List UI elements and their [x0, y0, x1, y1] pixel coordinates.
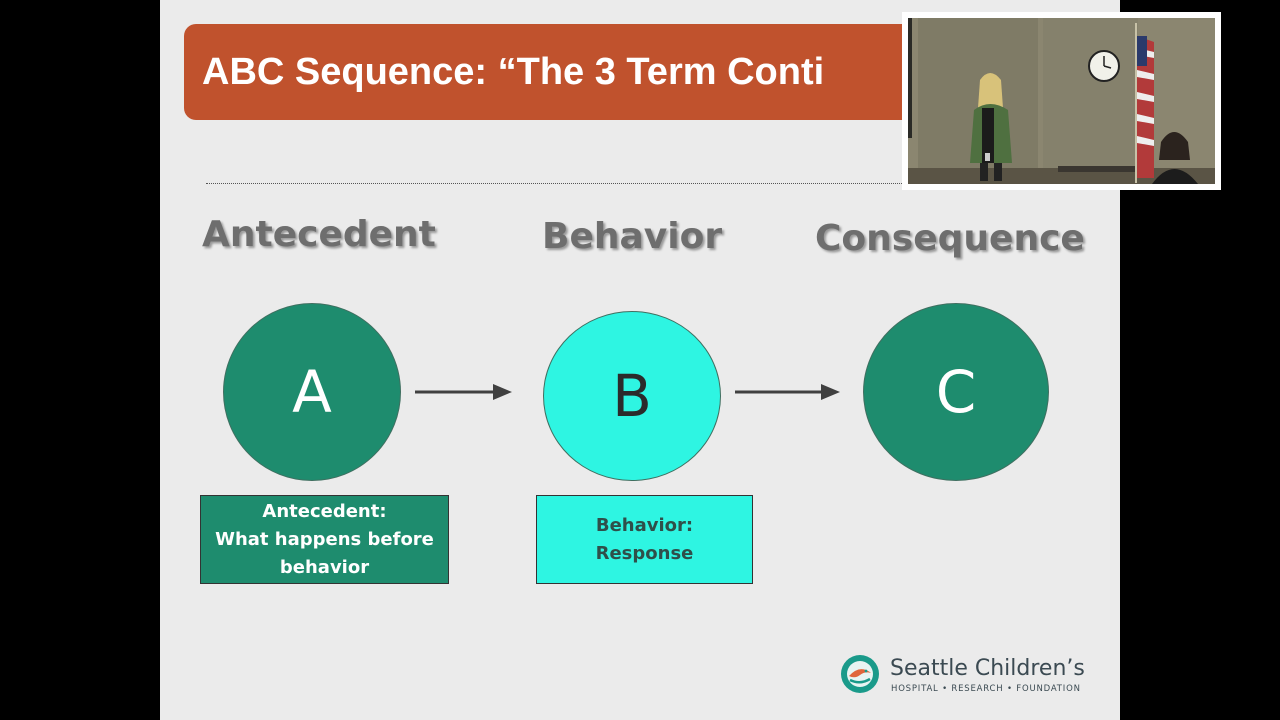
circle-a: A	[223, 303, 401, 481]
presenter-video-overlay[interactable]	[902, 12, 1221, 190]
presenter-video-scene-icon	[908, 18, 1215, 184]
arrow-right-icon	[735, 384, 840, 400]
whale-logo-icon	[841, 655, 879, 693]
logo-wordmark: Seattle Children’s	[890, 656, 1085, 681]
behavior-description-box: Behavior: Response	[536, 495, 753, 584]
heading-antecedent: Antecedent	[202, 214, 436, 255]
antecedent-box-line3: behavior	[279, 556, 370, 578]
seattle-childrens-logo: Seattle Children’s HOSPITAL • RESEARCH •…	[840, 654, 1100, 698]
slide-title: ABC Sequence: “The 3 Term Conti	[202, 51, 825, 93]
circle-c: C	[863, 303, 1049, 481]
divider-line	[206, 183, 906, 184]
circle-b-label: B	[612, 362, 652, 430]
antecedent-box-line2: What happens before	[215, 528, 434, 550]
arrow-right-icon	[415, 384, 512, 400]
title-bar: ABC Sequence: “The 3 Term Conti	[184, 24, 944, 120]
circle-b: B	[543, 311, 721, 481]
logo-tagline: HOSPITAL • RESEARCH • FOUNDATION	[891, 684, 1081, 694]
heading-consequence: Consequence	[815, 218, 1085, 259]
antecedent-description-box: Antecedent: What happens before behavior	[200, 495, 449, 584]
circle-c-label: C	[935, 358, 977, 426]
antecedent-box-line1: Antecedent:	[262, 500, 387, 522]
behavior-box-line1: Behavior:	[595, 514, 694, 536]
behavior-box-line2: Response	[595, 542, 694, 564]
circle-a-label: A	[292, 358, 332, 426]
presenter-video-thumbnail	[908, 18, 1215, 184]
heading-behavior: Behavior	[542, 216, 723, 257]
